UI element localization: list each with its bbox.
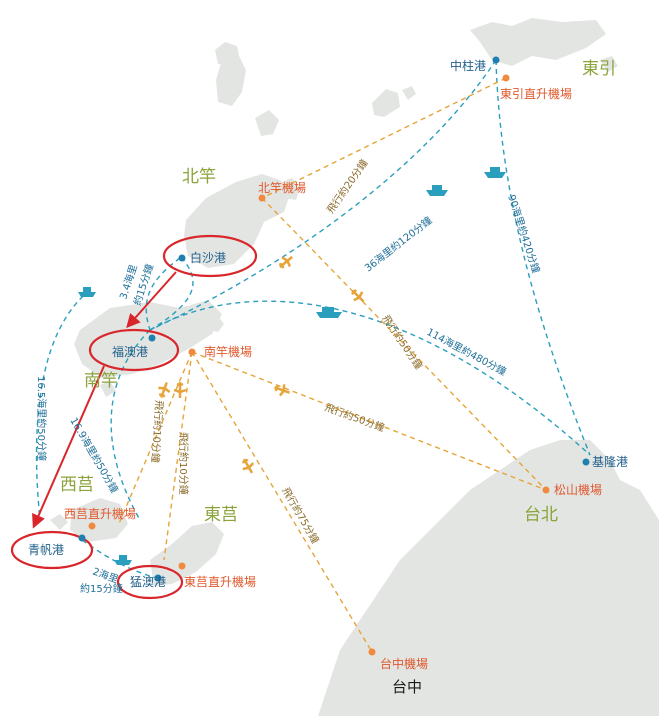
time-flight-xiju: 飛行約10分鐘	[149, 400, 166, 463]
air-route-nangan-songshan	[191, 351, 547, 491]
airport-dongju-heli: 東莒直升機場	[184, 574, 256, 589]
plane-icon	[274, 384, 290, 397]
ship-icon	[426, 185, 448, 196]
time-qingfan-mengao-b: 約15分鐘	[80, 582, 123, 595]
airport-songshan: 松山機場	[554, 482, 602, 497]
air-route-dongyin	[261, 77, 507, 199]
port-qingfan: 青帆港	[28, 542, 64, 557]
port-labels: 白沙港 福澳港 青帆港 猛澳港 中柱港 基隆港	[28, 58, 628, 589]
airport-nangan: 南竿機場	[204, 344, 252, 359]
dongyin-island	[470, 18, 606, 66]
time-qingfan-mengao-a: 2海里	[91, 565, 120, 586]
time-fuao-qingfan-loop: 16.5海里約50分鐘	[35, 376, 48, 461]
airport-xiju-heli: 西莒直升機場	[64, 506, 136, 521]
port-dot-icon	[154, 574, 162, 582]
region-taipei: 台北	[524, 505, 558, 525]
airport-dot-icon	[178, 562, 186, 570]
time-flight-dongju: 飛行約10分鐘	[177, 432, 190, 495]
time-flight-nangan: 飛行約50分鐘	[323, 401, 386, 435]
ship-icon	[78, 287, 96, 297]
time-dongyin-keelung: 90海里約420分鐘	[505, 193, 543, 275]
location-dots	[78, 56, 590, 656]
air-route-nangan-dongju	[163, 351, 193, 561]
time-flight-dongyin: 飛行約20分鐘	[324, 157, 371, 216]
region-xiju: 西莒	[60, 475, 94, 495]
islet-n-2	[402, 86, 416, 100]
nangan-islet-s	[100, 381, 116, 397]
airport-dongyin-heli: 東引直升機場	[500, 86, 572, 101]
air-route-nangan-taichung	[191, 351, 373, 653]
beigan-islet	[282, 178, 300, 200]
islet-n-1	[372, 89, 400, 117]
airport-dot-icon	[88, 522, 96, 530]
region-nangan: 南竿	[84, 371, 118, 391]
xiju-island	[70, 498, 128, 542]
islet-nw-3	[255, 110, 279, 136]
time-fuao-dongyin: 36海里約120分鐘	[362, 214, 434, 275]
region-labels: 北竿 南竿 西莒 東莒 東引 台北 台中	[60, 59, 616, 696]
airport-dot-icon	[368, 648, 376, 656]
arrow-baisha-to-fuao	[126, 271, 177, 329]
air-route-nangan-xiju	[117, 351, 193, 527]
sea-route-fuao-keelung	[149, 300, 591, 456]
air-routes	[117, 77, 547, 653]
port-dot-icon	[492, 56, 500, 64]
plane-icon	[278, 255, 293, 269]
ship-icon	[316, 307, 342, 318]
highlight-mengao	[116, 564, 184, 600]
port-mengao: 猛澳港	[130, 575, 166, 589]
nangan-islet-e	[208, 316, 224, 332]
sea-route-baisha-fuao	[145, 257, 181, 331]
highlight-arrows	[32, 271, 177, 529]
airport-dot-icon	[258, 194, 266, 202]
arrow-fuao-to-qingfan	[32, 365, 105, 529]
sea-route-loop-west	[35, 289, 91, 521]
time-fuao-keelung: 114海里約480分鐘	[425, 325, 509, 378]
plane-icons	[158, 255, 365, 474]
time-flight-beigan: 飛行約50分鐘	[380, 312, 426, 371]
port-fuao: 福澳港	[112, 344, 148, 359]
airport-dot-icon	[502, 74, 510, 82]
airport-labels: 北竿機場 南竿機場 西莒直升機場 東莒直升機場 東引直升機場 松山機場 台中機場	[64, 86, 602, 671]
region-beigan: 北竿	[182, 167, 216, 187]
port-baisha: 白沙港	[190, 250, 226, 265]
time-flight-taichung: 飛行約75分鐘	[279, 485, 322, 546]
region-dongju: 東莒	[204, 505, 238, 525]
sea-route-dongyin-keelung	[495, 59, 591, 456]
plane-icon	[173, 382, 187, 398]
plane-icon	[242, 458, 255, 474]
highlight-qingfan	[10, 530, 94, 570]
dongyin-islet	[600, 56, 618, 72]
airport-taichung: 台中機場	[380, 656, 428, 671]
airport-dot-icon	[542, 486, 550, 494]
airport-dot-icon	[188, 348, 196, 356]
ship-icon	[114, 555, 132, 565]
region-taichung: 台中	[392, 678, 422, 696]
port-dot-icon	[148, 334, 156, 342]
islet-nw-2	[216, 54, 246, 106]
plane-icon	[351, 289, 365, 303]
sea-route-fuao-baisha-b	[149, 257, 194, 331]
highlight-circles	[10, 234, 258, 600]
highlight-fuao	[88, 328, 180, 372]
xiju-islet	[50, 514, 68, 530]
ship-icons	[78, 167, 506, 565]
port-keelung: 基隆港	[592, 454, 628, 469]
nangan-island	[74, 300, 222, 378]
port-dot-icon	[582, 458, 590, 466]
port-zhongzhu: 中柱港	[450, 58, 486, 73]
taiwan-island	[318, 440, 659, 716]
highlight-baisha	[162, 234, 258, 278]
port-dot-icon	[78, 534, 86, 542]
plane-icon	[158, 382, 171, 398]
port-dot-icon	[178, 254, 186, 262]
air-route-beigan-songshan	[261, 197, 547, 491]
region-dongyin: 東引	[582, 59, 616, 79]
ship-icon	[484, 167, 506, 178]
airport-beigan: 北竿機場	[258, 180, 306, 195]
landmasses	[50, 18, 659, 716]
